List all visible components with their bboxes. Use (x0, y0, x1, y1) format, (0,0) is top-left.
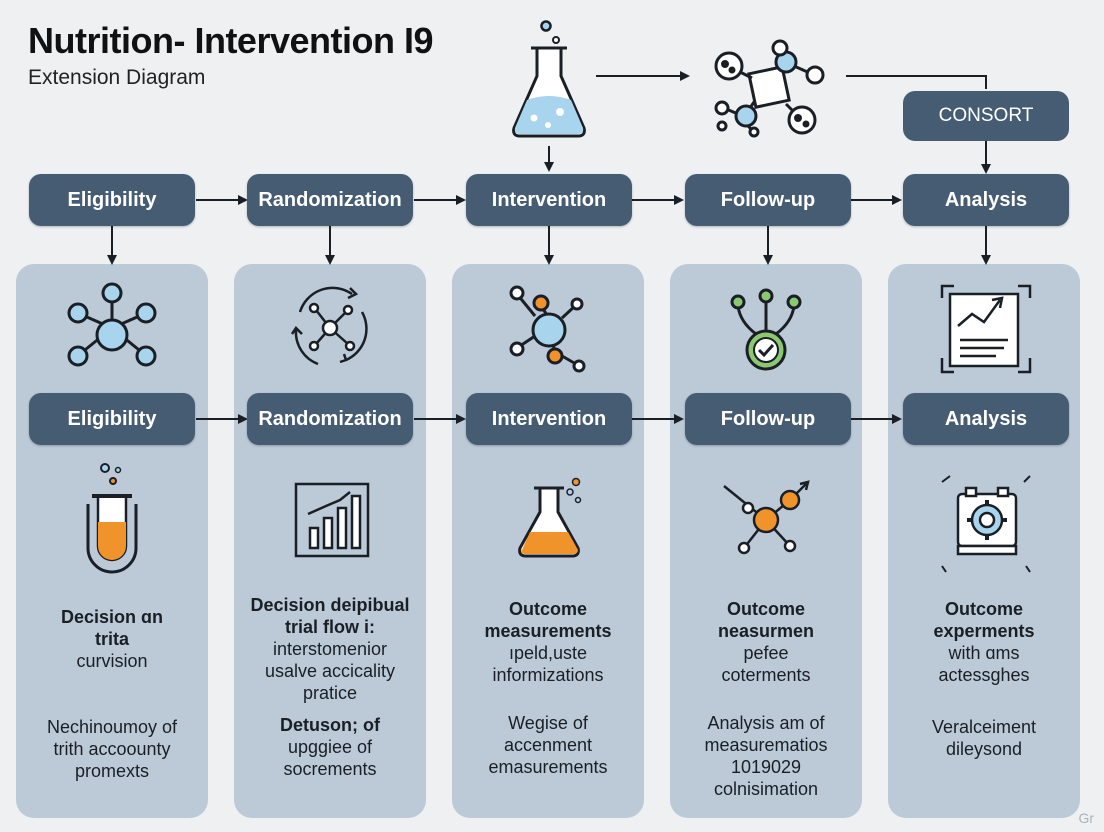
text-line: upggiee of (287, 737, 373, 757)
trend-report-icon (940, 284, 1032, 374)
mid-step-randomization: Randomization (247, 393, 413, 445)
text-line: Outcome (508, 599, 587, 619)
test-tube-icon (86, 463, 138, 574)
gear-device-icon (941, 475, 1031, 573)
text-line: Analysis am of (707, 713, 825, 733)
mid-step-intervention: Intervention (466, 393, 632, 445)
text-line: experments (933, 621, 1035, 641)
text-line: emasurements (488, 757, 608, 777)
network-nodes-icon (723, 480, 810, 555)
text-line: with ɑms (948, 643, 1020, 663)
watermark: Gr (1078, 810, 1094, 826)
text-line: actessghes (938, 665, 1030, 685)
top-step-intervention: Intervention (466, 174, 632, 226)
text-line: measurematios (704, 735, 828, 755)
mid-step-eligibility: Eligibility (29, 393, 195, 445)
text-line: colnisimation (713, 779, 819, 799)
page-title: Nutrition- Intervention I9 (28, 20, 434, 61)
header-flask-icon (512, 20, 586, 138)
page-subtitle: Extension Diagram (28, 66, 206, 89)
text-line: curvision (76, 651, 148, 671)
text-line: Veralceiment (931, 717, 1037, 737)
checkmark-node-icon (730, 288, 802, 371)
text-line: Detuson; of (280, 715, 380, 735)
text-line: trial flow i: (285, 617, 375, 637)
text-line: coterments (721, 665, 811, 685)
randomization-cycle-icon (290, 286, 368, 366)
top-step-eligibility: Eligibility (29, 174, 195, 226)
molecule-icon (509, 285, 586, 373)
text-line: neasurmen (717, 621, 815, 641)
text-line: Decision ɑn (60, 607, 163, 627)
text-line: trita (94, 629, 129, 649)
consort-box: CONSORT (903, 91, 1069, 141)
text-line: Decision deipibual (250, 595, 410, 615)
top-step-analysis: Analysis (903, 174, 1069, 226)
top-step-follow-up: Follow-up (685, 174, 851, 226)
text-line: usalve accicality (264, 661, 396, 681)
text-line: interstomenior (272, 639, 388, 659)
molecule-to-consort-connector (846, 75, 987, 89)
text-line: Outcome (944, 599, 1023, 619)
text-line: 1019029 (730, 757, 802, 777)
mid-step-analysis: Analysis (903, 393, 1069, 445)
text-line: trith accoounty (53, 739, 171, 759)
text-line: socrements (283, 759, 377, 779)
text-line: Nechinoumoy of (46, 717, 178, 737)
text-line: Outcome (726, 599, 805, 619)
molecule-network-icon (67, 282, 157, 367)
text-line: ıpeld,uste (508, 643, 588, 663)
header-molecule-icon (714, 39, 825, 138)
text-line: measurements (484, 621, 612, 641)
text-line: pratice (302, 683, 358, 703)
text-line: promexts (74, 761, 150, 781)
mid-step-follow-up: Follow-up (685, 393, 851, 445)
text-line: accenment (503, 735, 593, 755)
text-line: pefee (743, 643, 789, 663)
bar-chart-icon (294, 482, 370, 558)
text-line: Wegise of (508, 713, 588, 733)
text-line: dileysond (945, 739, 1023, 759)
text-line: informizations (492, 665, 604, 685)
top-step-randomization: Randomization (247, 174, 413, 226)
flask-icon (518, 477, 582, 558)
